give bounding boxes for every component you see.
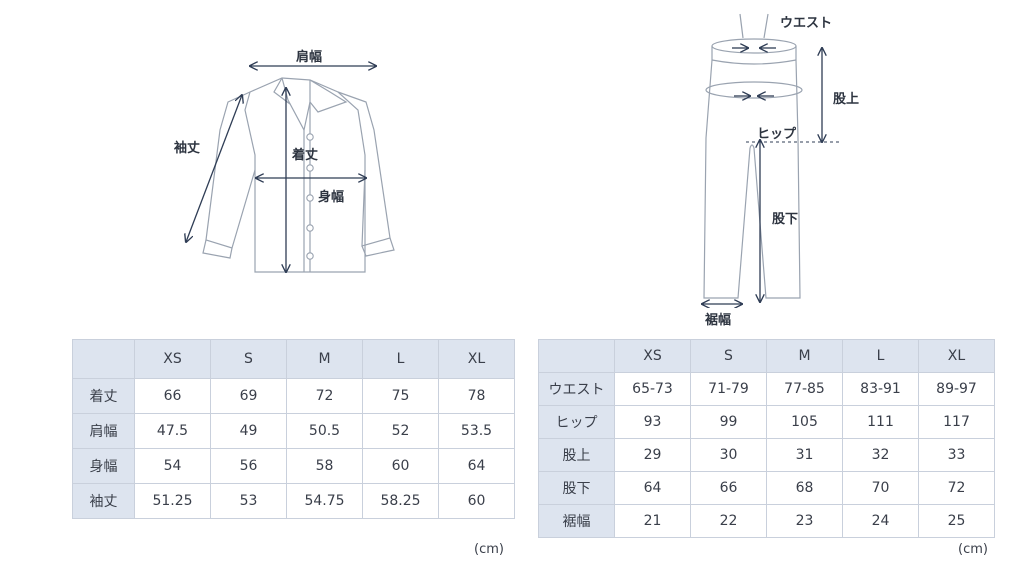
table-cell: 30 — [690, 438, 767, 472]
table-cell: 21 — [614, 504, 691, 538]
header-cell: XL — [918, 339, 995, 373]
table-cell: 54 — [134, 448, 211, 484]
header-cell: S — [690, 339, 767, 373]
table-cell: 117 — [918, 405, 995, 439]
table-row: 股下 64 66 68 70 72 — [538, 471, 995, 505]
row-label: 着丈 — [72, 378, 135, 414]
header-cell: XL — [438, 339, 515, 379]
table-row: 肩幅 47.5 49 50.5 52 53.5 — [72, 413, 515, 449]
header-cell: S — [210, 339, 287, 379]
table-cell: 53 — [210, 483, 287, 519]
table-cell: 72 — [286, 378, 363, 414]
row-label: 股下 — [538, 471, 615, 505]
table-cell: 83-91 — [842, 372, 919, 406]
header-cell — [72, 339, 135, 379]
row-label: ヒップ — [538, 405, 615, 439]
table-cell: 56 — [210, 448, 287, 484]
table-row: ウエスト 65-73 71-79 77-85 83-91 89-97 — [538, 372, 995, 406]
table-cell: 93 — [614, 405, 691, 439]
table-cell: 66 — [690, 471, 767, 505]
table-cell: 33 — [918, 438, 995, 472]
header-cell: XS — [134, 339, 211, 379]
body-length-label: 着丈 — [292, 148, 319, 163]
table-header-row: XS S M L XL — [72, 339, 515, 379]
table-row: 裾幅 21 22 23 24 25 — [538, 504, 995, 538]
hem-width-label: 裾幅 — [705, 313, 732, 328]
table-cell: 71-79 — [690, 372, 767, 406]
table-cell: 64 — [438, 448, 515, 484]
table-cell: 25 — [918, 504, 995, 538]
table-cell: 58.25 — [362, 483, 439, 519]
row-label: 裾幅 — [538, 504, 615, 538]
header-cell: L — [362, 339, 439, 379]
table-cell: 65-73 — [614, 372, 691, 406]
table-cell: 111 — [842, 405, 919, 439]
top-unit-label: (cm) — [474, 542, 504, 557]
table-cell: 32 — [842, 438, 919, 472]
table-cell: 54.75 — [286, 483, 363, 519]
table-row: 着丈 66 69 72 75 78 — [72, 378, 515, 414]
shirt-illustration — [170, 40, 395, 290]
table-cell: 31 — [766, 438, 843, 472]
table-cell: 49 — [210, 413, 287, 449]
table-cell: 105 — [766, 405, 843, 439]
sleeve-length-label: 袖丈 — [174, 141, 201, 156]
table-cell: 52 — [362, 413, 439, 449]
row-label: 身幅 — [72, 448, 135, 484]
table-cell: 24 — [842, 504, 919, 538]
table-cell: 60 — [438, 483, 515, 519]
table-cell: 89-97 — [918, 372, 995, 406]
top-size-table: XS S M L XL 着丈 66 69 72 75 78 肩幅 47.5 49… — [72, 339, 515, 519]
table-cell: 50.5 — [286, 413, 363, 449]
table-cell: 99 — [690, 405, 767, 439]
table-cell: 22 — [690, 504, 767, 538]
table-cell: 70 — [842, 471, 919, 505]
bottom-unit-label: (cm) — [958, 542, 988, 557]
inseam-label: 股下 — [772, 212, 799, 227]
header-cell: M — [286, 339, 363, 379]
header-cell: L — [842, 339, 919, 373]
table-cell: 66 — [134, 378, 211, 414]
table-cell: 60 — [362, 448, 439, 484]
table-cell: 69 — [210, 378, 287, 414]
header-cell: XS — [614, 339, 691, 373]
row-label: ウエスト — [538, 372, 615, 406]
table-row: 身幅 54 56 58 60 64 — [72, 448, 515, 484]
table-cell: 68 — [766, 471, 843, 505]
table-cell: 75 — [362, 378, 439, 414]
chest-width-label: 身幅 — [318, 190, 345, 205]
table-cell: 78 — [438, 378, 515, 414]
table-header-row: XS S M L XL — [538, 339, 995, 373]
table-cell: 23 — [766, 504, 843, 538]
table-cell: 47.5 — [134, 413, 211, 449]
table-cell: 29 — [614, 438, 691, 472]
row-label: 肩幅 — [72, 413, 135, 449]
bottom-size-table: XS S M L XL ウエスト 65-73 71-79 77-85 83-91… — [538, 339, 995, 538]
table-row: 袖丈 51.25 53 54.75 58.25 60 — [72, 483, 515, 519]
table-cell: 51.25 — [134, 483, 211, 519]
table-cell: 58 — [286, 448, 363, 484]
row-label: 股上 — [538, 438, 615, 472]
rise-label: 股上 — [833, 92, 860, 107]
table-row: ヒップ 93 99 105 111 117 — [538, 405, 995, 439]
table-cell: 77-85 — [766, 372, 843, 406]
table-row: 股上 29 30 31 32 33 — [538, 438, 995, 472]
table-cell: 53.5 — [438, 413, 515, 449]
table-cell: 64 — [614, 471, 691, 505]
row-label: 袖丈 — [72, 483, 135, 519]
shoulder-width-label: 肩幅 — [296, 50, 323, 65]
header-cell — [538, 339, 615, 373]
pants-illustration — [690, 13, 842, 308]
waist-label: ウエスト — [780, 16, 833, 31]
header-cell: M — [766, 339, 843, 373]
hip-label: ヒップ — [757, 127, 797, 142]
table-cell: 72 — [918, 471, 995, 505]
